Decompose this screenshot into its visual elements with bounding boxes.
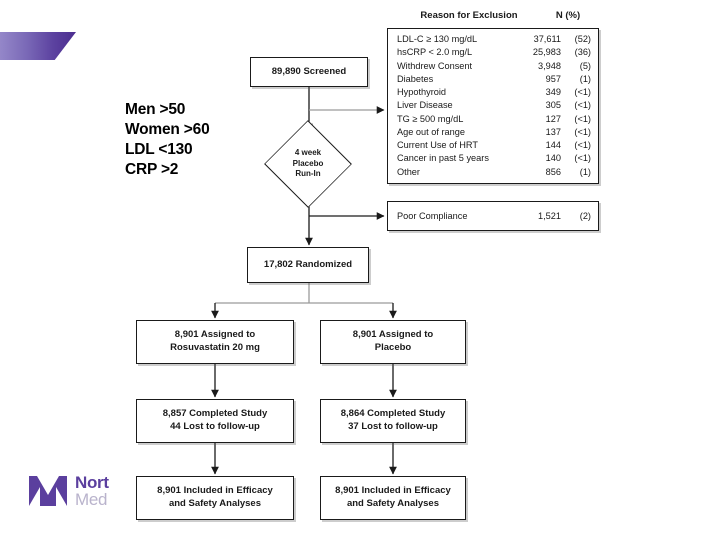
exclusion-row: LDL-C ≥ 130 mg/dL 37,611 (52): [397, 33, 591, 46]
complete-drug-line-2: 44 Lost to follow-up: [170, 421, 260, 432]
flow-node-screened: 89,890 Screened: [250, 57, 368, 87]
assign-placebo-text: 8,901 Assigned to Placebo: [353, 329, 433, 355]
exclusion-percent: (<1): [574, 87, 591, 97]
assign-placebo-line-2: Placebo: [374, 342, 412, 353]
runin-line-2: Placebo: [292, 158, 324, 168]
randomized-label: 17,802 Randomized: [263, 258, 353, 270]
exclusion-count: 349: [545, 87, 561, 97]
assign-drug-line-2: Rosuvastatin 20 mg: [170, 342, 260, 353]
criteria-line-2: Women >60: [125, 121, 210, 139]
exclusion-row: Current Use of HRT 144 (<1): [397, 139, 591, 152]
assign-drug-line-1: 8,901 Assigned to: [174, 329, 256, 341]
flow-node-assigned-placebo: 8,901 Assigned to Placebo: [320, 320, 466, 364]
exclusion-header-reason: Reason for Exclusion: [420, 10, 518, 21]
exclusion-row: hsCRP < 2.0 mg/L 25,983 (36): [397, 46, 591, 59]
compliance-percent: (2): [579, 211, 591, 221]
logo-text-primary: Nort: [75, 473, 109, 492]
exclusion-count: 856: [545, 166, 561, 177]
exclusion-percent: (36): [574, 47, 591, 58]
exclusion-count: 25,983: [532, 47, 561, 58]
exclusion-count: 3,948: [538, 60, 561, 71]
screened-label: 89,890 Screened: [271, 65, 347, 77]
analysis-placebo-line-1: 8,901 Included in Efficacy: [335, 485, 451, 497]
exclusion-percent: (1): [579, 73, 591, 84]
exclusion-row: Diabetes 957 (1): [397, 73, 591, 86]
flow-node-randomized: 17,802 Randomized: [247, 247, 369, 283]
exclusion-row: Liver Disease 305 (<1): [397, 99, 591, 112]
exclusion-row: TG ≥ 500 mg/dL 127 (<1): [397, 113, 591, 126]
exclusion-reason: TG ≥ 500 mg/dL: [397, 113, 464, 124]
exclusion-count: 957: [545, 73, 561, 84]
analysis-drug-line-1: 8,901 Included in Efficacy: [157, 485, 273, 497]
exclusion-count: 144: [545, 140, 561, 150]
assign-drug-text: 8,901 Assigned to Rosuvastatin 20 mg: [170, 329, 260, 355]
exclusion-table: LDL-C ≥ 130 mg/dL 37,611 (52) hsCRP < 2.0 m…: [387, 28, 599, 184]
exclusion-percent: (52): [574, 34, 591, 44]
exclusion-percent: (<1): [574, 140, 591, 150]
exclusion-count: 140: [545, 153, 561, 164]
exclusion-row: Withdrew Consent 3,948 (5): [397, 60, 591, 73]
exclusion-row: Other 856 (1): [397, 166, 591, 179]
exclusion-reason: Age out of range: [397, 126, 465, 137]
criteria-line-4: CRP >2: [125, 161, 179, 179]
exclusion-header-n: N (%): [555, 10, 581, 21]
compliance-label: Poor Compliance: [397, 211, 468, 221]
runin-line-1: 4 week: [294, 148, 322, 158]
exclusion-reason: Cancer in past 5 years: [397, 153, 489, 164]
exclusion-percent: (5): [579, 60, 591, 71]
exclusion-row: Cancer in past 5 years 140 (<1): [397, 152, 591, 165]
exclusion-reason: Liver Disease: [397, 100, 453, 111]
analysis-drug-text: 8,901 Included in Efficacy and Safety An…: [157, 485, 273, 511]
exclusion-reason: Hypothyroid: [397, 87, 447, 97]
flow-node-completed-placebo: 8,864 Completed Study 37 Lost to follow-…: [320, 399, 466, 443]
exclusion-reason: Current Use of HRT: [397, 140, 479, 150]
flow-node-analysis-placebo: 8,901 Included in Efficacy and Safety An…: [320, 476, 466, 520]
assign-placebo-line-1: 8,901 Assigned to: [352, 329, 434, 341]
flow-node-completed-rosuvastatin: 8,857 Completed Study 44 Lost to follow-…: [136, 399, 294, 443]
exclusion-table-header: Reason for Exclusion N (%): [390, 10, 598, 21]
exclusion-reason: Other: [397, 166, 420, 177]
flow-node-poor-compliance: Poor Compliance 1,521 (2): [387, 201, 599, 231]
exclusion-count: 127: [545, 113, 561, 124]
organization-logo: Nort Med: [28, 474, 109, 509]
exclusion-reason: Diabetes: [397, 73, 434, 84]
exclusion-row: Age out of range 137 (<1): [397, 126, 591, 139]
criteria-line-3: LDL <130: [125, 141, 193, 159]
exclusion-count: 137: [545, 126, 561, 137]
criteria-line-1: Men >50: [125, 101, 186, 118]
analysis-drug-line-2: and Safety Analyses: [168, 498, 262, 509]
runin-line-3: Run-In: [295, 169, 321, 179]
exclusion-percent: (<1): [574, 126, 591, 137]
analysis-placebo-text: 8,901 Included in Efficacy and Safety An…: [335, 485, 451, 511]
complete-drug-text: 8,857 Completed Study 44 Lost to follow-…: [163, 408, 268, 434]
flow-node-analysis-rosuvastatin: 8,901 Included in Efficacy and Safety An…: [136, 476, 294, 520]
exclusion-count: 37,611: [533, 34, 561, 44]
exclusion-percent: (<1): [574, 113, 591, 124]
complete-placebo-line-1: 8,864 Completed Study: [340, 408, 446, 420]
exclusion-percent: (1): [579, 166, 591, 177]
exclusion-reason: Withdrew Consent: [397, 60, 473, 71]
complete-placebo-line-2: 37 Lost to follow-up: [348, 421, 438, 432]
exclusion-percent: (<1): [574, 100, 591, 111]
exclusion-percent: (<1): [574, 153, 591, 164]
exclusion-reason: hsCRP < 2.0 mg/L: [397, 47, 473, 58]
eligibility-criteria-annotation: Men >50 Women >60 LDL <130 CRP >2: [124, 99, 213, 182]
exclusion-count: 305: [545, 100, 561, 111]
complete-placebo-text: 8,864 Completed Study 37 Lost to follow-…: [341, 408, 446, 434]
flow-node-runin: 4 week Placebo Run-In: [264, 120, 352, 208]
nm-monogram-icon: [29, 476, 67, 507]
exclusion-row: Hypothyroid 349 (<1): [397, 86, 591, 99]
analysis-placebo-line-2: and Safety Analyses: [346, 498, 440, 509]
runin-label: 4 week Placebo Run-In: [266, 133, 350, 195]
complete-drug-line-1: 8,857 Completed Study: [162, 408, 268, 420]
compliance-count: 1,521: [538, 211, 561, 221]
logo-text-secondary: Med: [75, 490, 108, 510]
exclusion-reason: LDL-C ≥ 130 mg/dL: [397, 34, 478, 44]
flow-node-assigned-rosuvastatin: 8,901 Assigned to Rosuvastatin 20 mg: [136, 320, 294, 364]
